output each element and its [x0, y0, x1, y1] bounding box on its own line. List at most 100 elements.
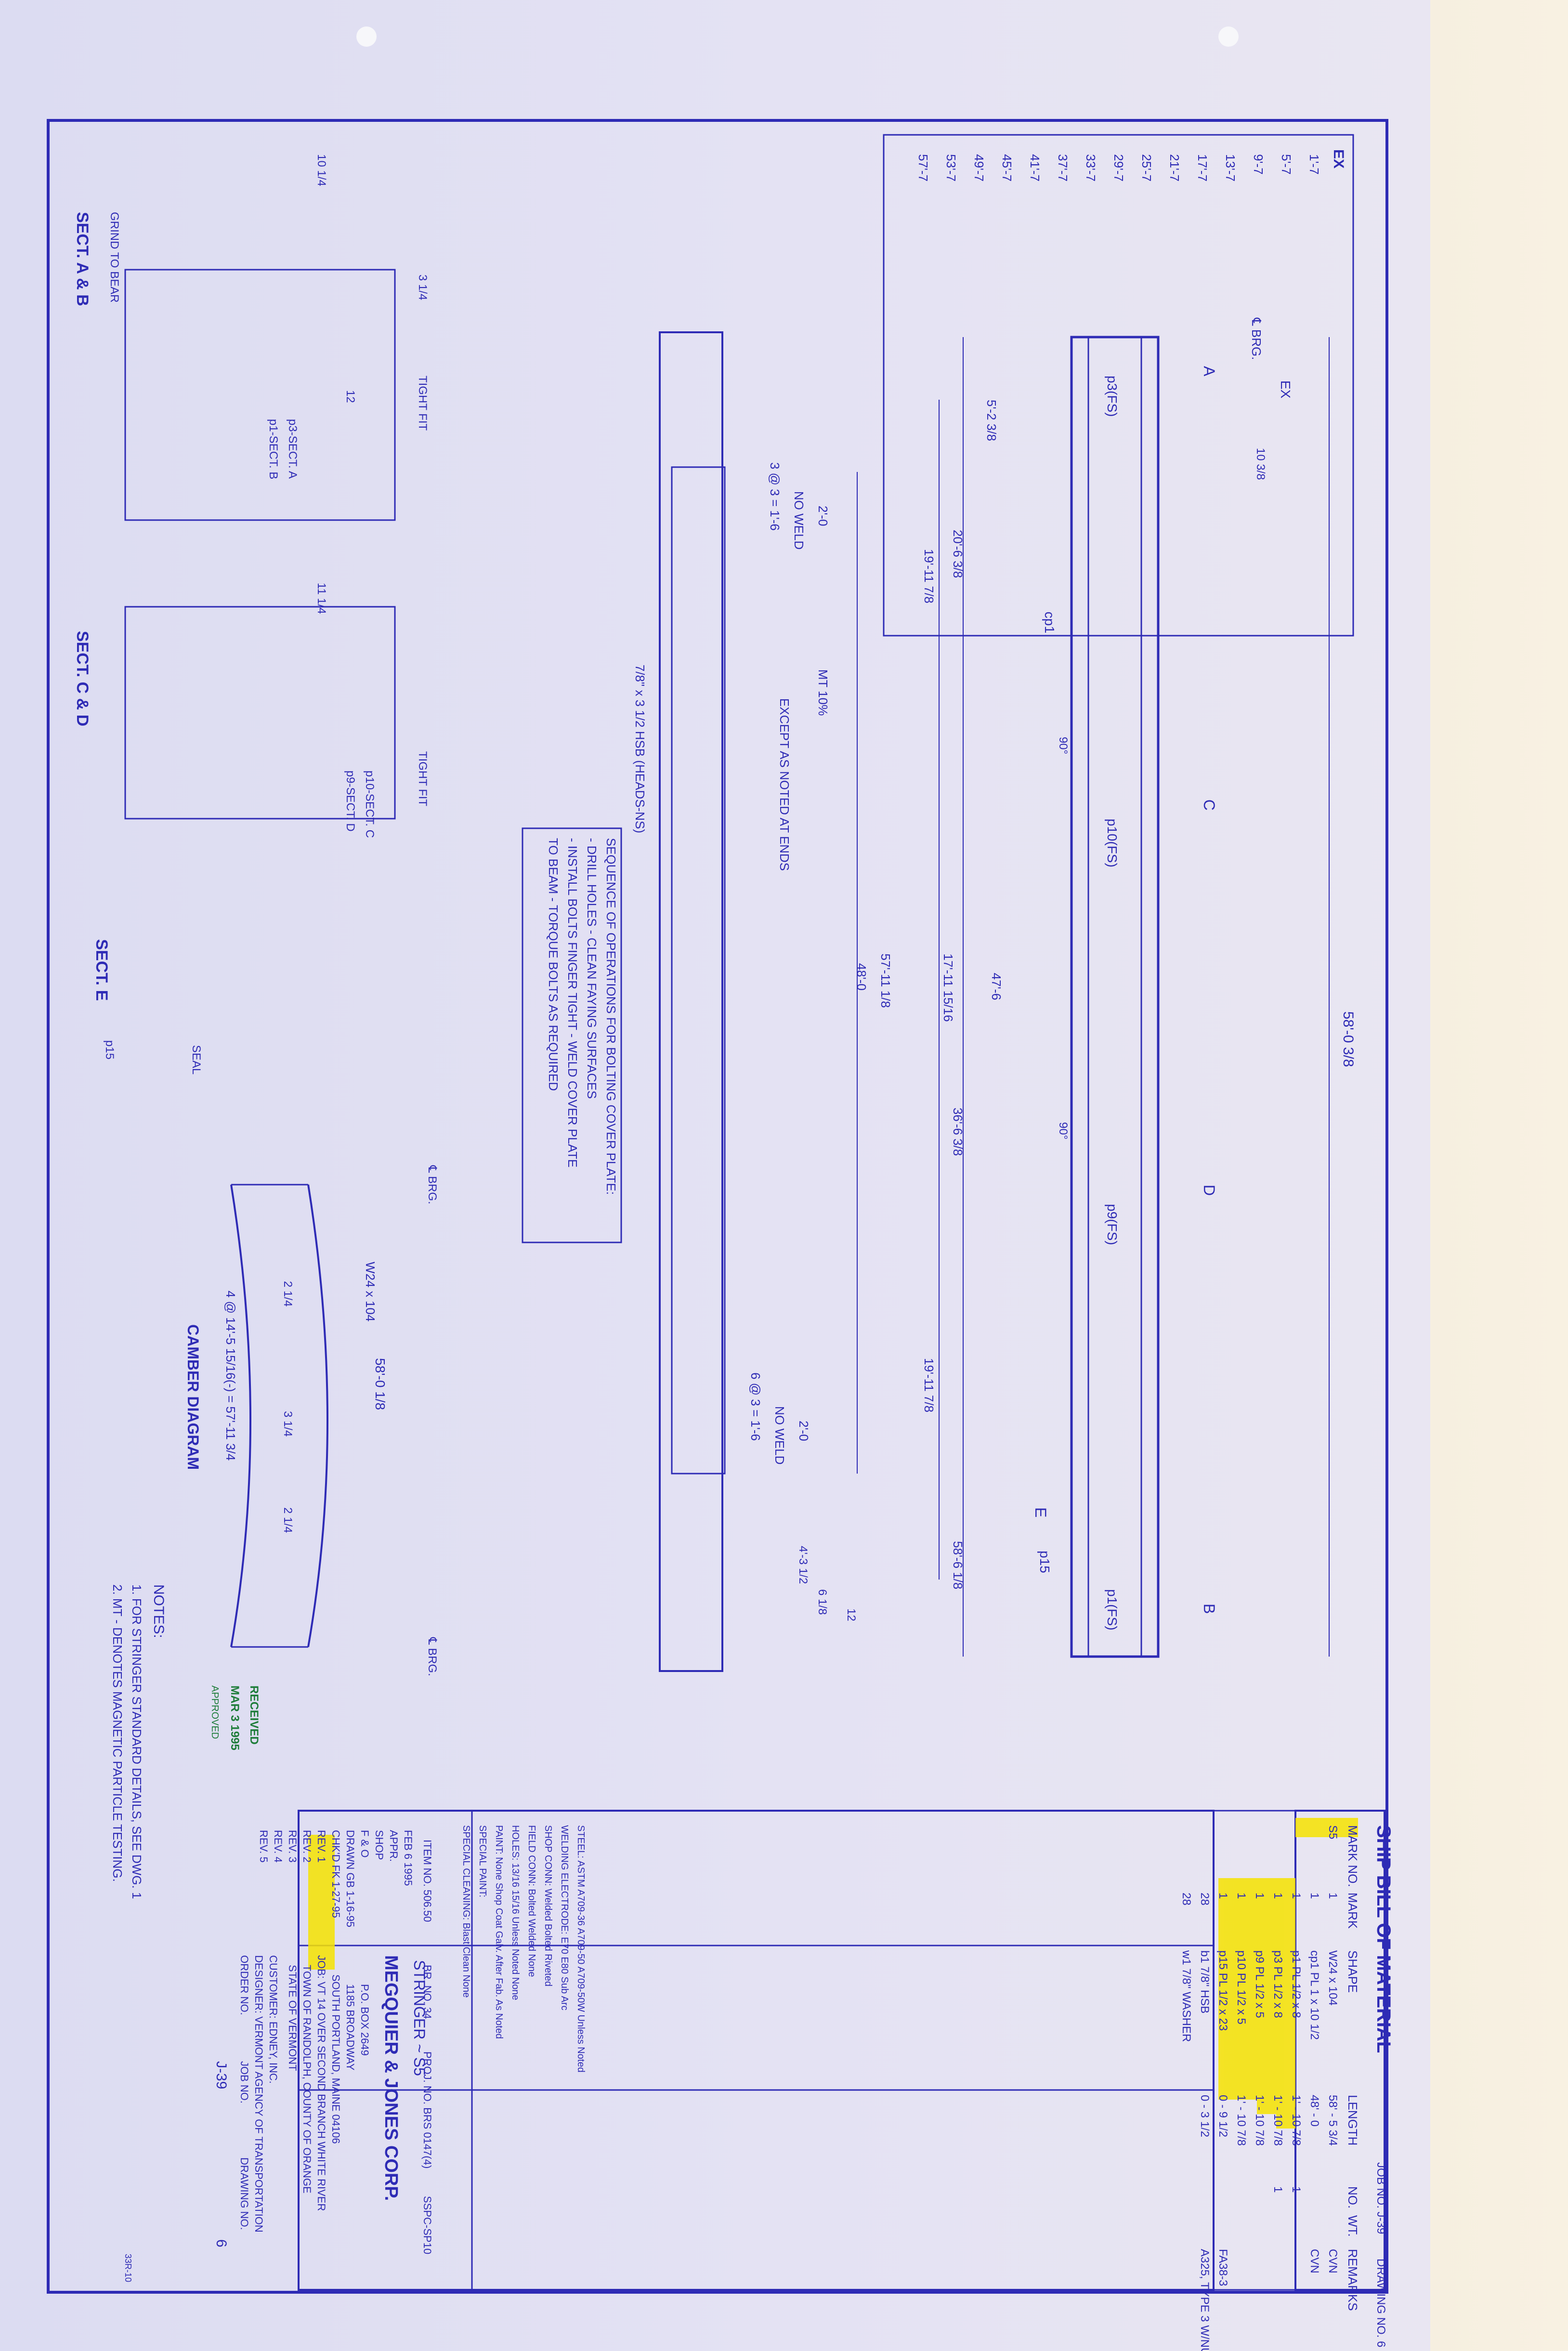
stamp-date: MAR 3 1995 [228, 1685, 241, 1750]
job-line: JOB: VT 14 OVER SECOND BRANCH WHITE RIVE… [315, 1955, 327, 2211]
bom-job-no: JOB NO. J-39 [1374, 2162, 1387, 2234]
dim-5-2: 5'-2 3/8 [984, 400, 999, 441]
brg-left: ℄ BRG. [1249, 317, 1264, 360]
camber-brg-l: ℄ BRG. [426, 1165, 439, 1204]
dim-11-1: 11 1/4 [315, 583, 328, 614]
drawn: DRAWN GB 1-16-95 [344, 1830, 356, 1927]
spacing-left: 3 @ 3 = 1'-6 [768, 462, 782, 531]
ex-values: 1'-75'-79'-713'-717'-721'-725'-729'-733'… [916, 154, 1321, 182]
spec-line: STEEL: ASTM A709-36 A709-50 A709-50W Unl… [575, 1825, 586, 2073]
p9-label: p9(FS) [1105, 1204, 1120, 1245]
bom-cell: 1 [1308, 1893, 1321, 1899]
ex-value: 17'-7 [1195, 154, 1210, 182]
ex-value: 49'-7 [972, 154, 986, 182]
bom-cell: CVN [1308, 2249, 1321, 2273]
camber-overall: 58'-0 1/8 [373, 1358, 388, 1410]
bom-cell: 1' - 10 7/8 [1271, 2095, 1284, 2146]
appr-0: APPR. [388, 1830, 400, 1862]
bom-cell: b1 7/8" HSB [1198, 1950, 1211, 2013]
p3-sect-a: p3-SECT. A [286, 419, 299, 479]
camber-title: CAMBER DIAGRAM [184, 1324, 202, 1470]
order-no: ORDER NO. [238, 1955, 250, 2015]
bom-cell: 28 [1180, 1893, 1193, 1906]
bom-header-1: MARK [1346, 1893, 1360, 1929]
bom-cell: w1 7/8" WASHER [1180, 1950, 1193, 2042]
bom-frame [1294, 1810, 1385, 2291]
camber-c2: 3 1/4 [281, 1411, 294, 1437]
bom-drawing-no: DRAWING NO. 6 [1374, 2259, 1387, 2347]
spec-line: SPECIAL CLEANING: Blast Clean None [461, 1825, 471, 1998]
drawing-no: 6 [213, 2239, 229, 2247]
tight-fit-cd: TIGHT FIT [416, 751, 429, 807]
fo: F & O [359, 1830, 371, 1857]
p15-section: p15 [103, 1040, 116, 1059]
sect-e-title: SECT. E [92, 939, 111, 1001]
bom-cell: p9 PL 1/2 x 5 [1253, 1950, 1266, 2018]
bom-header-4: NO. [1346, 2186, 1360, 2208]
ex-marker: EX [1278, 380, 1293, 399]
bom-cell: p15 PL 1/2 x 23 [1216, 1950, 1229, 2031]
bom-cell: 1 [1271, 2186, 1284, 2193]
p1-label: p1(FS) [1105, 1589, 1120, 1631]
bom-cell: W24 x 104 [1326, 1950, 1339, 2006]
spec-lines: STEEL: ASTM A709-36 A709-50 A709-50W Unl… [461, 1825, 586, 2073]
bottom-code: 33R-10 [123, 2254, 133, 2282]
bom-header-3: LENGTH [1346, 2095, 1360, 2145]
sect-cd-title: SECT. C & D [73, 631, 91, 726]
hsb-note: 7/8" x 3 1/2 HSB (HEADS-NS) [633, 665, 647, 833]
notes-title: NOTES: [151, 1584, 167, 1638]
sspc: SSPC-SP10 [421, 2196, 433, 2254]
bom-cell: 1' - 10 7/8 [1253, 2095, 1266, 2146]
ex-value: 29'-7 [1111, 154, 1126, 182]
ex-value: 21'-7 [1167, 154, 1182, 182]
bom-cell: 1 [1271, 1893, 1284, 1899]
bom-cell: p10 PL 1/2 x 5 [1235, 1950, 1248, 2024]
dim-47-6: 47'-6 [989, 973, 1004, 1000]
paper-margin [1430, 0, 1568, 2351]
bom-cell: 1 [1290, 2186, 1303, 2193]
except-note: EXCEPT AS NOTED AT ENDS [777, 698, 792, 871]
rev-1: REV. 1 [315, 1830, 327, 1863]
ex-value: 5'-7 [1279, 154, 1294, 175]
dim-58-6: 58'-6 1/8 [951, 1541, 965, 1589]
dim-10-3: 10 3/8 [1254, 448, 1267, 480]
ex-value: 25'-7 [1139, 154, 1154, 182]
ex-value: 9'-7 [1251, 154, 1266, 175]
appr-date: FEB 6 1995 [402, 1830, 414, 1886]
ex-value: 45'-7 [1000, 154, 1014, 182]
title-block-frame [298, 1810, 1215, 2291]
two-zero-right: 2'-0 [797, 1421, 811, 1441]
sect-d-cut: D [1201, 1185, 1218, 1196]
stamp-received: RECEIVED [248, 1685, 261, 1745]
angle-90a: 90° [1057, 737, 1070, 754]
sect-ab-title: SECT. A & B [73, 212, 91, 306]
dim-57-11: 57'-11 1/8 [878, 953, 893, 1008]
blueprint-sheet [0, 0, 1430, 2351]
bom-cell: 1 [1253, 1893, 1266, 1899]
bom-cell: 28 [1198, 1893, 1211, 1906]
overall-length: 58'-0 3/8 [1340, 1011, 1356, 1067]
drawing-no-label: DRAWING NO. [238, 2157, 250, 2230]
grind-note: GRIND TO BEAR [108, 212, 121, 302]
p1-sect-b: p1-SECT. B [267, 419, 280, 479]
p9-sect-d: p9-SECT. D [344, 771, 357, 832]
bom-header-0: MARK NO. [1346, 1825, 1360, 1887]
bom-cell: 58' - 5 3/4 [1326, 2095, 1339, 2146]
note-2: 2. MT - DENOTES MAGNETIC PARTICLE TESTIN… [110, 1584, 125, 1882]
note-1: 1. FOR STRINGER STANDARD DETAILS, SEE DW… [130, 1584, 144, 1899]
bom-cell: 0 - 3 1/2 [1198, 2095, 1211, 2137]
ex-value: 37'-7 [1056, 154, 1070, 182]
cp1-label: cp1 [1042, 612, 1057, 633]
bom-header-5: WT. [1346, 2215, 1360, 2237]
job-loc: TOWN OF RANDOLPH, COUNTY OF ORANGE [301, 1965, 313, 2194]
drawing-border [47, 119, 1388, 2294]
bom-cell: 48' - 0 [1308, 2095, 1321, 2127]
stamp-approved: APPROVED [209, 1685, 220, 1739]
section-cd-drawing [124, 606, 396, 820]
bom-cell: 1 [1326, 1893, 1339, 1899]
bom-cell: FA38-3 [1216, 2249, 1229, 2286]
bom-cell: 1 [1290, 1893, 1303, 1899]
address-0: P.O. BOX 2649 [359, 1984, 371, 2056]
spec-line: HOLES: 13/16 15/16 Unless Noted None [510, 1825, 521, 2000]
